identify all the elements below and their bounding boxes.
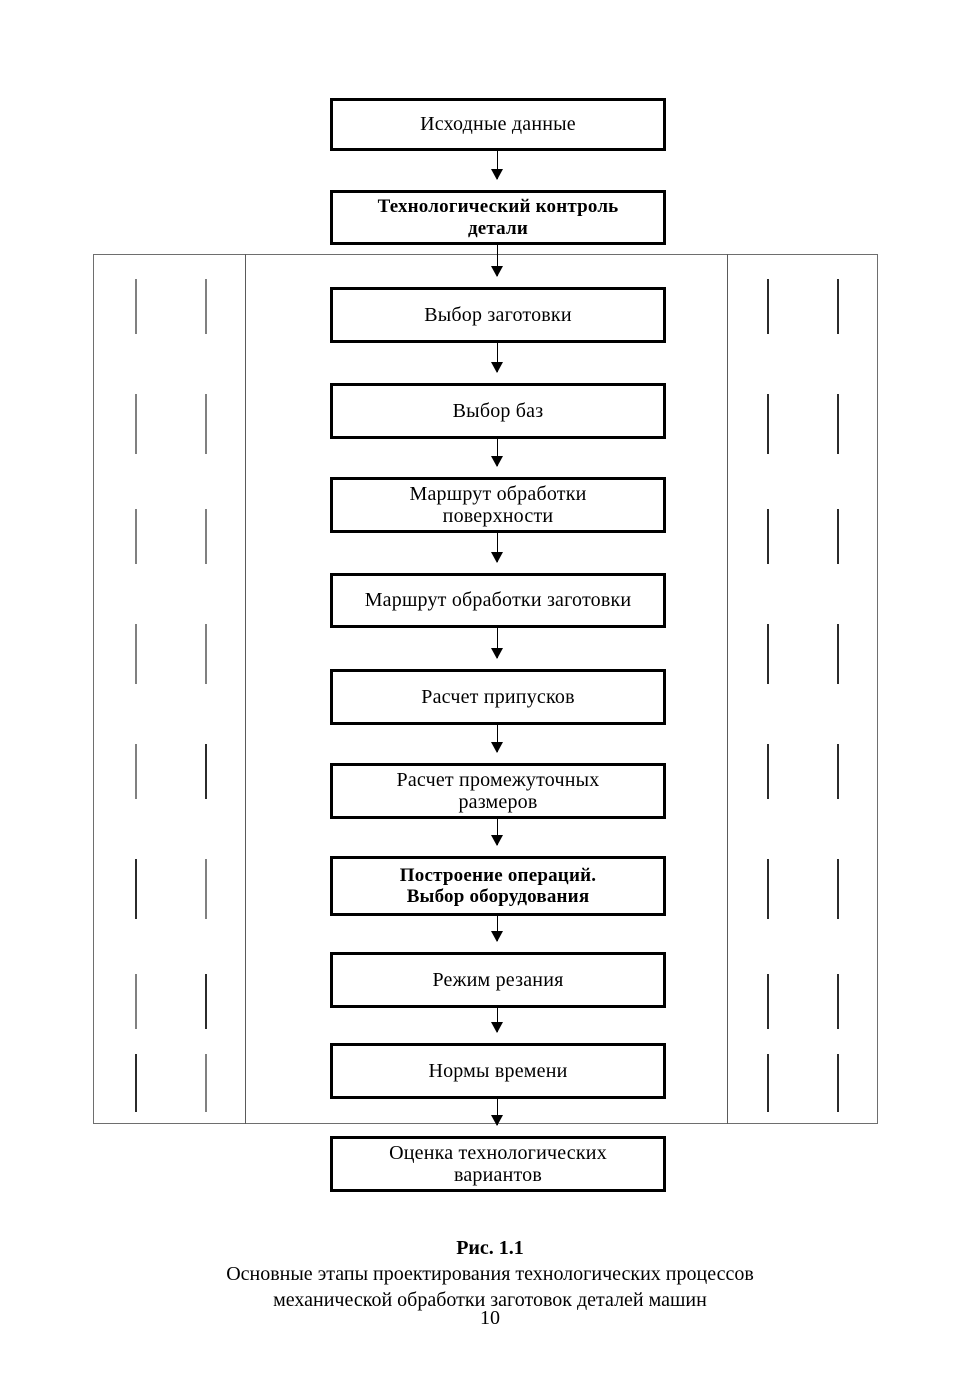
- flow-box-label: Нормы времени: [428, 1059, 568, 1082]
- connector-line-operations-build-to-cutting-mode: [497, 916, 498, 941]
- tick-mark: [767, 624, 769, 684]
- tick-mark: [837, 1054, 839, 1112]
- flow-box-cutting-mode: Режим резания: [330, 952, 666, 1008]
- tick-mark: [135, 744, 137, 799]
- diagram-outer-frame: [93, 254, 878, 1124]
- flow-box-label: Расчет припусков: [421, 685, 575, 708]
- tick-mark: [135, 624, 137, 684]
- flow-box-datum-selection: Выбор баз: [330, 383, 666, 439]
- flow-box-variant-assessment: Оценка технологических вариантов: [330, 1136, 666, 1192]
- tick-mark: [837, 394, 839, 454]
- tick-mark: [837, 744, 839, 799]
- tick-mark: [767, 394, 769, 454]
- tick-mark: [837, 279, 839, 334]
- tick-mark: [767, 859, 769, 919]
- tick-mark: [135, 1054, 137, 1112]
- arrowhead-icon: [491, 931, 503, 942]
- tick-mark: [135, 974, 137, 1029]
- arrowhead-icon: [491, 169, 503, 180]
- figure-caption: Рис. 1.1 Основные этапы проектирования т…: [0, 1236, 980, 1314]
- frame-divider-right: [727, 254, 728, 1124]
- flow-box-workpiece-route: Маршрут обработки заготовки: [330, 573, 666, 628]
- arrowhead-icon: [491, 1022, 503, 1033]
- tick-column-3: [837, 254, 839, 1124]
- tick-mark: [205, 1054, 207, 1112]
- tick-mark: [837, 509, 839, 564]
- tick-mark: [205, 279, 207, 334]
- tick-column-0: [135, 254, 137, 1124]
- flow-box-surface-route: Маршрут обработки поверхности: [330, 477, 666, 533]
- flow-box-label: Выбор заготовки: [424, 303, 572, 326]
- connector-line-tech-control-to-blank-selection: [497, 245, 498, 276]
- tick-mark: [837, 859, 839, 919]
- arrowhead-icon: [491, 362, 503, 373]
- tick-mark: [767, 744, 769, 799]
- arrowhead-icon: [491, 648, 503, 659]
- flow-box-label: Маршрут обработки заготовки: [364, 589, 632, 612]
- arrowhead-icon: [491, 552, 503, 563]
- tick-mark: [837, 974, 839, 1029]
- flow-box-blank-selection: Выбор заготовки: [330, 287, 666, 343]
- connector-line-cutting-mode-to-time-norms: [497, 1008, 498, 1032]
- tick-mark: [767, 1054, 769, 1112]
- flow-box-label: Режим резания: [432, 968, 564, 991]
- flow-box-label: Оценка технологических вариантов: [389, 1141, 607, 1186]
- tick-mark: [205, 624, 207, 684]
- arrowhead-icon: [491, 266, 503, 277]
- tick-mark: [767, 279, 769, 334]
- tick-mark: [767, 509, 769, 564]
- tick-mark: [837, 624, 839, 684]
- flow-box-label: Исходные данные: [420, 113, 576, 136]
- tick-mark: [205, 394, 207, 454]
- figure-label: Рис. 1.1: [456, 1237, 524, 1259]
- frame-divider-left: [245, 254, 246, 1124]
- arrowhead-icon: [491, 456, 503, 467]
- flow-box-label: Расчет промежуточных размеров: [396, 768, 600, 813]
- connector-line-datum-selection-to-surface-route: [497, 439, 498, 466]
- flow-box-intermediate-sizes: Расчет промежуточных размеров: [330, 763, 666, 819]
- connector-line-intermediate-sizes-to-operations-build: [497, 819, 498, 845]
- tick-mark: [135, 279, 137, 334]
- tick-column-1: [205, 254, 207, 1124]
- tick-mark: [205, 744, 207, 799]
- arrowhead-icon: [491, 835, 503, 846]
- flow-box-label: Выбор баз: [452, 399, 544, 422]
- tick-mark: [135, 394, 137, 454]
- connector-line-time-norms-to-variant-assessment: [497, 1099, 498, 1125]
- connector-line-initial-data-to-tech-control: [497, 151, 498, 179]
- flow-box-label: Построение операций. Выбор оборудования: [399, 864, 597, 907]
- flow-box-label: Маршрут обработки поверхности: [409, 482, 587, 527]
- flow-box-allowance-calc: Расчет припусков: [330, 669, 666, 725]
- connector-line-workpiece-route-to-allowance-calc: [497, 628, 498, 658]
- tick-mark: [205, 509, 207, 564]
- arrowhead-icon: [491, 1115, 503, 1126]
- connector-line-surface-route-to-workpiece-route: [497, 533, 498, 562]
- flow-box-time-norms: Нормы времени: [330, 1043, 666, 1099]
- connector-line-allowance-calc-to-intermediate-sizes: [497, 725, 498, 752]
- tick-mark: [205, 859, 207, 919]
- caption-line-1: Основные этапы проектирования технологич…: [226, 1263, 754, 1285]
- flow-box-label: Технологический контроль детали: [377, 196, 619, 239]
- tick-mark: [767, 974, 769, 1029]
- tick-mark: [135, 859, 137, 919]
- tick-mark: [135, 509, 137, 564]
- flow-box-initial-data: Исходные данные: [330, 98, 666, 151]
- tick-column-2: [767, 254, 769, 1124]
- flow-box-tech-control: Технологический контроль детали: [330, 190, 666, 245]
- flow-box-operations-build: Построение операций. Выбор оборудования: [330, 856, 666, 916]
- connector-line-blank-selection-to-datum-selection: [497, 343, 498, 372]
- page-number: 10: [480, 1307, 500, 1329]
- caption-line-2: механической обработки заготовок деталей…: [273, 1289, 707, 1312]
- tick-mark: [205, 974, 207, 1029]
- arrowhead-icon: [491, 742, 503, 753]
